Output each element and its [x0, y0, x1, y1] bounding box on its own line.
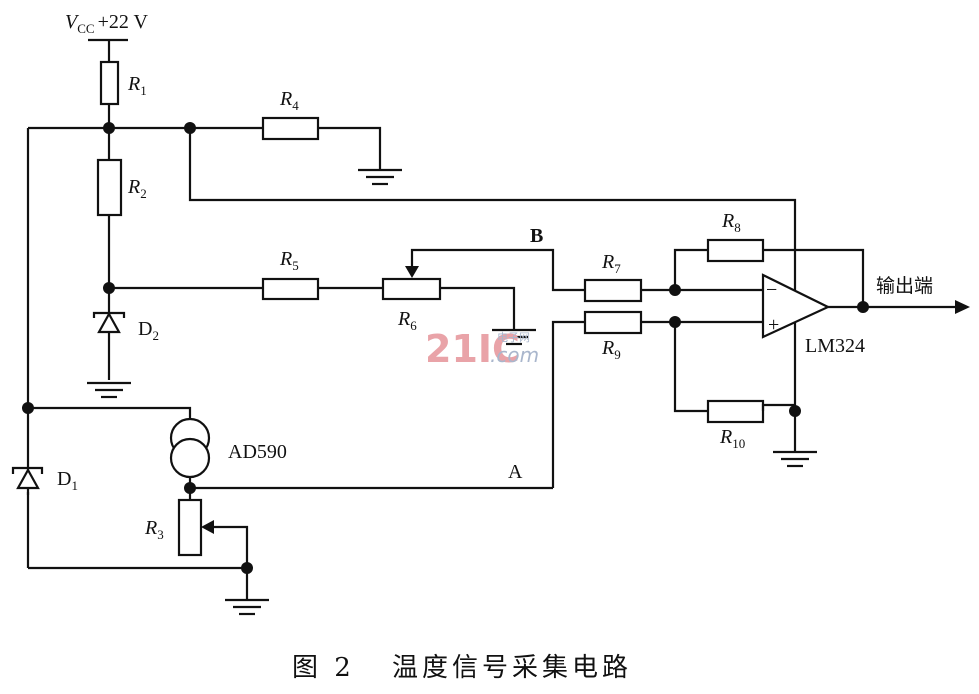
- label-r10: R10: [719, 426, 745, 451]
- resistor-r5: [261, 277, 320, 301]
- label-r9: R9: [601, 337, 621, 362]
- label-r5: R5: [279, 248, 299, 273]
- resistor-r4: [261, 116, 320, 141]
- label-d1: D1: [57, 468, 78, 493]
- vcc-label: VCC+22 V: [65, 11, 148, 36]
- wire: [763, 248, 865, 307]
- wire: [440, 286, 516, 330]
- label-r1: R1: [127, 73, 147, 98]
- potentiometer-r6: [381, 277, 442, 301]
- wiper-arrow-icon: [201, 520, 214, 534]
- junction-dot: [241, 562, 253, 574]
- ground-icon: [492, 328, 536, 346]
- zener-diode-d1-icon: [11, 460, 44, 495]
- wire: [210, 525, 249, 600]
- label-lm324: LM324: [805, 335, 865, 357]
- opamp-lm324: [761, 273, 831, 339]
- resistor-r8: [706, 238, 765, 263]
- resistor-r1: [99, 60, 120, 106]
- output-label: 输出端: [876, 275, 933, 297]
- opamp-plus-sign: +: [768, 314, 779, 336]
- zener-diode-d2-icon: [92, 311, 126, 334]
- junction-dot: [857, 301, 869, 313]
- label-r7: R7: [601, 251, 621, 276]
- watermark-cn: 电子网: [497, 331, 530, 344]
- watermark-domain: .com: [490, 343, 539, 367]
- resistor-r2: [96, 158, 123, 217]
- opamp-minus-sign: −: [766, 279, 777, 301]
- figure-caption-label: 图 2: [292, 653, 355, 683]
- junction-dot: [103, 122, 115, 134]
- wire: [673, 322, 708, 413]
- label-ad590: AD590: [228, 441, 287, 463]
- watermark: 21IC .com 电子网: [425, 327, 539, 371]
- label-r8: R8: [721, 210, 741, 235]
- label-r4: R4: [279, 88, 299, 113]
- current-source-ad590-icon: [169, 437, 211, 479]
- resistor-r9: [583, 310, 643, 335]
- wire: [761, 403, 795, 411]
- wire: [673, 248, 708, 290]
- wire: [28, 406, 192, 420]
- ground-icon: [773, 450, 817, 468]
- wire-node-a: [551, 320, 585, 488]
- resistor-r10: [706, 399, 765, 424]
- label-d2: D2: [138, 318, 159, 343]
- wire-node-b: [410, 248, 585, 292]
- watermark-text: 21IC: [425, 327, 520, 371]
- figure-caption-title: 温度信号采集电路: [392, 653, 632, 683]
- potentiometer-r3: [177, 498, 203, 557]
- output-arrow-icon: [955, 300, 970, 314]
- node-b-label: B: [530, 225, 543, 247]
- ground-icon: [358, 168, 402, 186]
- wiper-arrow-icon: [405, 266, 419, 278]
- label-r6: R6: [397, 308, 417, 333]
- ground-icon: [225, 598, 269, 616]
- label-r3: R3: [144, 517, 164, 542]
- wire: [318, 126, 382, 170]
- ground-icon: [87, 381, 131, 399]
- label-r2: R2: [127, 176, 147, 201]
- resistor-r7: [583, 278, 643, 303]
- node-a-label: A: [508, 461, 523, 483]
